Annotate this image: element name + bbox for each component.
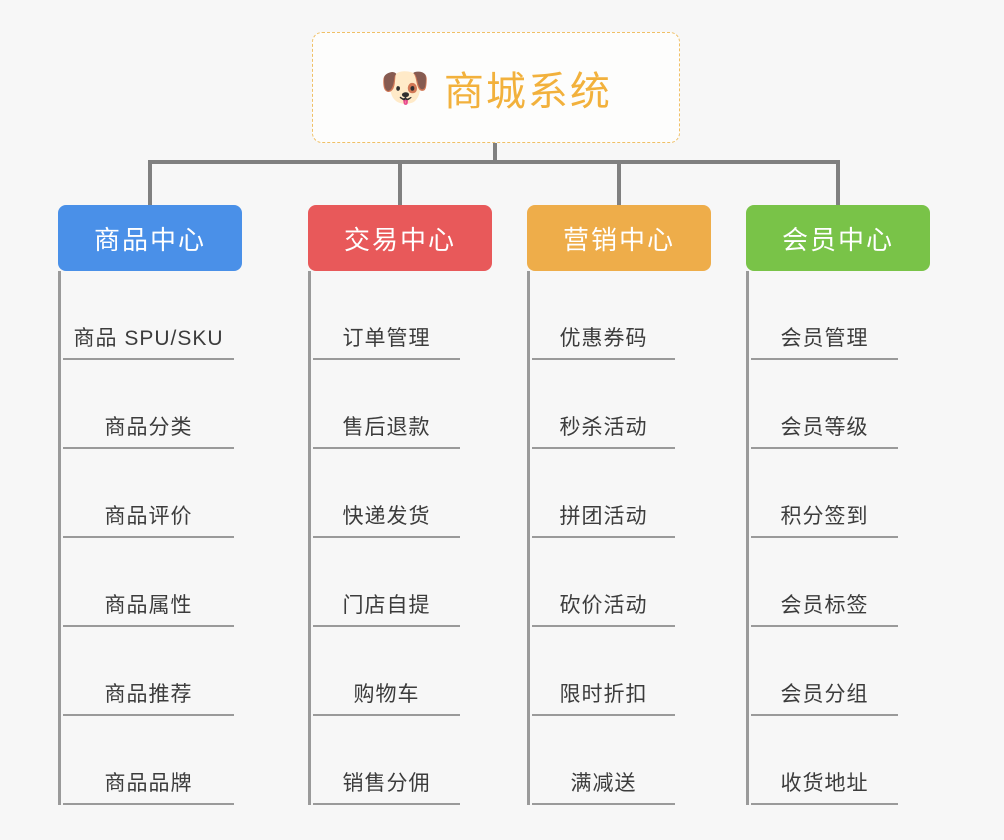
leaf-item-label: 满减送 [570,772,637,795]
leaf-item-label: 砍价活动 [559,594,648,617]
leaf-item[interactable]: 商品评价 [63,449,234,538]
leaf-item[interactable]: 积分签到 [751,449,898,538]
category-header-3[interactable]: 会员中心 [746,205,930,271]
leaf-item[interactable]: 销售分佣 [313,716,460,805]
leaf-item-label: 商品 SPU/SKU [73,327,224,350]
leaf-item[interactable]: 会员标签 [751,538,898,627]
leaf-item[interactable]: 收货地址 [751,716,898,805]
root-node-label: 商城系统 [443,69,612,114]
leaf-item[interactable]: 商品 SPU/SKU [63,271,234,360]
leaf-item-label: 商品分类 [104,416,193,439]
leaf-item-label: 订单管理 [342,327,431,350]
leaf-item-label: 限时折扣 [559,683,648,706]
leaf-list-0: 商品 SPU/SKU 商品分类商品评价商品属性商品推荐商品品牌 [58,271,234,805]
leaf-item[interactable]: 会员等级 [751,360,898,449]
leaf-item[interactable]: 拼团活动 [532,449,675,538]
leaf-item[interactable]: 订单管理 [313,271,460,360]
leaf-item[interactable]: 满减送 [532,716,675,805]
leaf-item[interactable]: 门店自提 [313,538,460,627]
leaf-list-1: 订单管理售后退款快递发货门店自提购物车销售分佣 [308,271,460,805]
leaf-list-2: 优惠券码秒杀活动拼团活动砍价活动限时折扣满减送 [527,271,675,805]
root-node-mall-system[interactable]: 🐶 商城系统 [312,32,680,143]
leaf-item-label: 快递发货 [342,505,431,528]
leaf-item-label: 门店自提 [342,594,431,617]
leaf-item[interactable]: 售后退款 [313,360,460,449]
category-column-2: 营销中心优惠券码秒杀活动拼团活动砍价活动限时折扣满减送 [527,205,711,805]
category-header-0[interactable]: 商品中心 [58,205,242,271]
leaf-item-label: 收货地址 [780,772,869,795]
leaf-item[interactable]: 限时折扣 [532,627,675,716]
leaf-item[interactable]: 购物车 [313,627,460,716]
leaf-item[interactable]: 快递发货 [313,449,460,538]
leaf-item-label: 会员分组 [780,683,869,706]
leaf-item[interactable]: 会员管理 [751,271,898,360]
connector-drop-2 [617,160,621,205]
shiba-dog-face-icon: 🐶 [380,65,430,110]
connector-drop-0 [148,160,152,205]
connector-root-stem [493,143,497,162]
leaf-item[interactable]: 商品品牌 [63,716,234,805]
connector-drop-3 [836,160,840,205]
category-column-3: 会员中心会员管理会员等级积分签到会员标签会员分组收货地址 [746,205,930,805]
leaf-item[interactable]: 会员分组 [751,627,898,716]
leaf-item-label: 商品品牌 [104,772,193,795]
leaf-item-label: 商品推荐 [104,683,193,706]
leaf-item-label: 会员管理 [780,327,869,350]
leaf-item[interactable]: 商品属性 [63,538,234,627]
category-column-1: 交易中心订单管理售后退款快递发货门店自提购物车销售分佣 [308,205,492,805]
category-header-2[interactable]: 营销中心 [527,205,711,271]
leaf-item-label: 积分签到 [780,505,869,528]
connector-drop-1 [398,160,402,205]
category-column-0: 商品中心商品 SPU/SKU 商品分类商品评价商品属性商品推荐商品品牌 [58,205,242,805]
leaf-item-label: 优惠券码 [559,327,648,350]
leaf-item-label: 拼团活动 [559,505,648,528]
leaf-item-label: 商品评价 [104,505,193,528]
leaf-item-label: 商品属性 [104,594,193,617]
leaf-item[interactable]: 优惠券码 [532,271,675,360]
leaf-item-label: 销售分佣 [342,772,431,795]
leaf-item-label: 会员等级 [780,416,869,439]
category-header-1[interactable]: 交易中心 [308,205,492,271]
leaf-item[interactable]: 秒杀活动 [532,360,675,449]
leaf-item-label: 会员标签 [780,594,869,617]
leaf-item-label: 售后退款 [342,416,431,439]
leaf-list-3: 会员管理会员等级积分签到会员标签会员分组收货地址 [746,271,898,805]
connector-horizontal-bus [150,160,840,164]
leaf-item-label: 秒杀活动 [559,416,648,439]
leaf-item[interactable]: 砍价活动 [532,538,675,627]
leaf-item[interactable]: 商品推荐 [63,627,234,716]
leaf-item-label: 购物车 [353,683,420,706]
leaf-item[interactable]: 商品分类 [63,360,234,449]
